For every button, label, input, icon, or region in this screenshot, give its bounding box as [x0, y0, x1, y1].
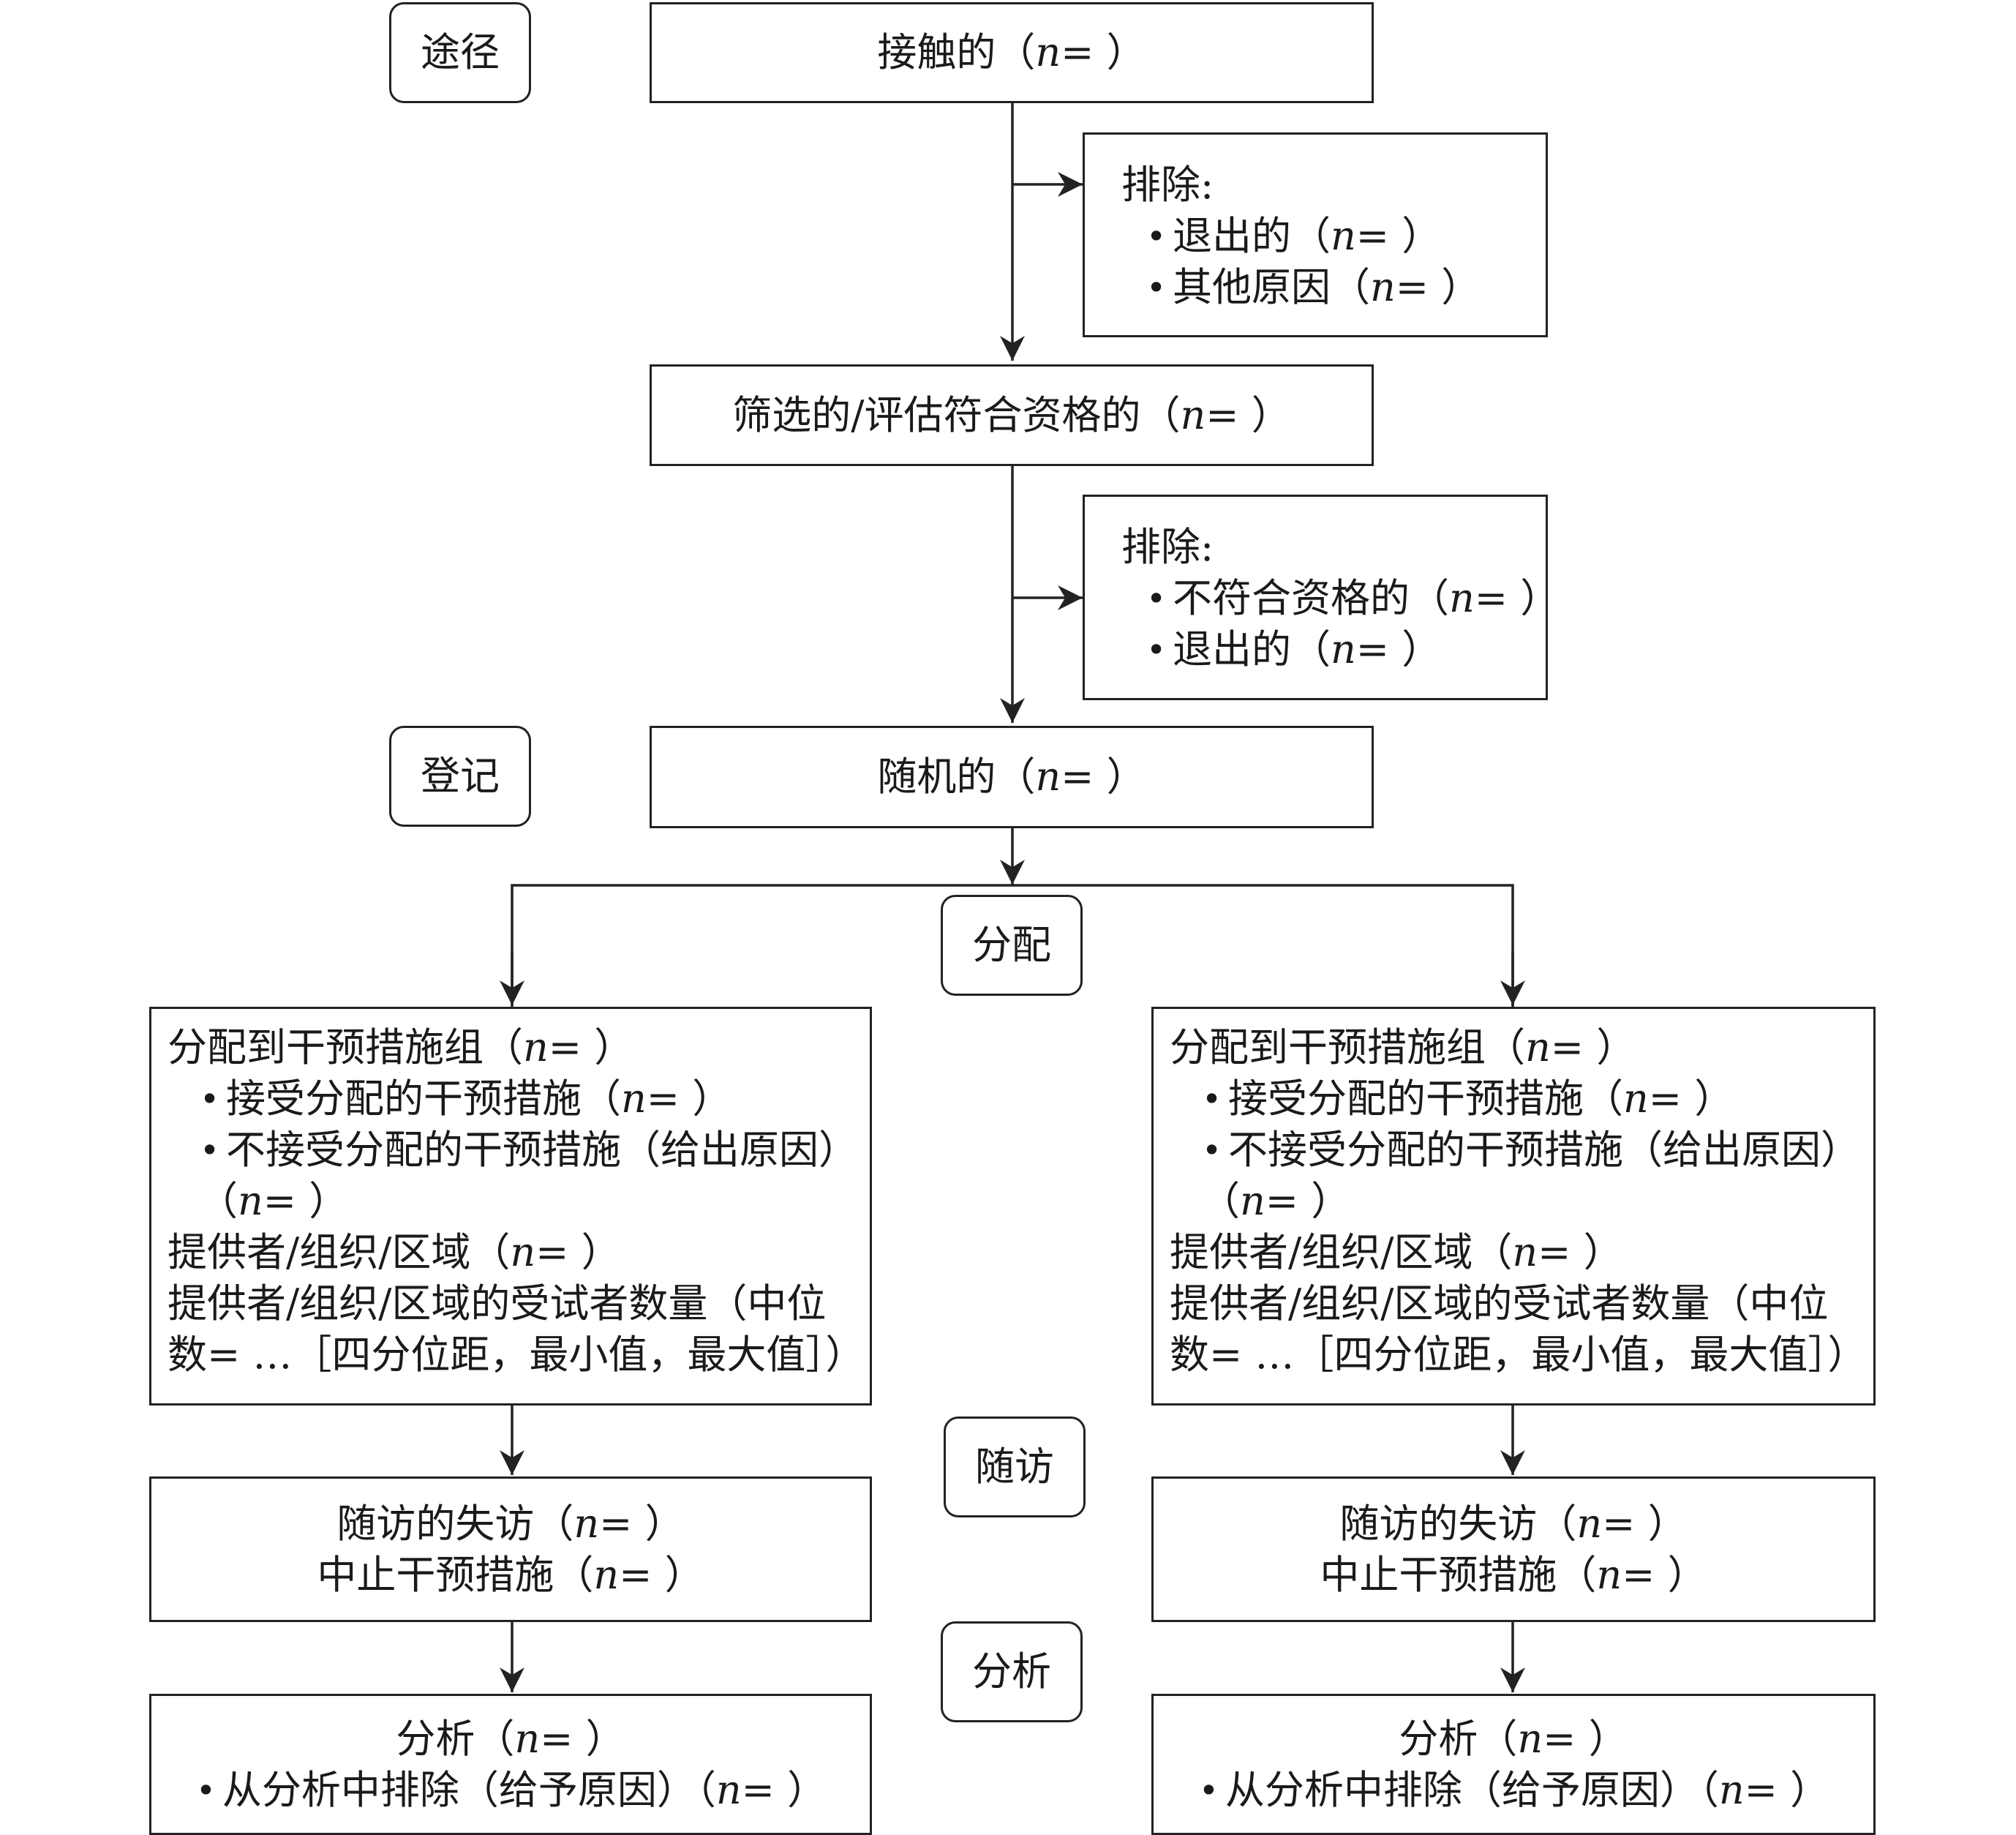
- exclusion-heading: 排除:: [1121, 524, 1214, 570]
- exclusion-item: 其他原因（n= ）: [1145, 262, 1546, 313]
- lost-followup-text: 随访的失访（n= ）: [336, 1500, 685, 1547]
- participants-text-line1: 提供者/组织/区域的受试者数量（中位: [168, 1280, 827, 1326]
- providers-text: 提供者/组织/区域（n= ）: [1170, 1229, 1623, 1275]
- exclusion-box-1: 排除: 退出的（n= ） 其他原因（n= ）: [1083, 132, 1548, 337]
- not-received-n: （n= ）: [1200, 1178, 1351, 1224]
- analysis-box-left: 分析（n= ） 从分析中排除（给予原因）（n= ）: [149, 1694, 872, 1835]
- exclusion-box-2: 排除: 不符合资格的（n= ） 退出的（n= ）: [1083, 495, 1560, 700]
- providers-text: 提供者/组织/区域（n= ）: [168, 1229, 621, 1275]
- analysis-box-right: 分析（n= ） 从分析中排除（给予原因）（n= ）: [1151, 1694, 1876, 1835]
- participants-text-line2: 数= …［四分位距，最小值，最大值］）: [168, 1332, 865, 1378]
- excluded-analysis-item: 从分析中排除（给予原因）（n= ）: [195, 1765, 827, 1816]
- approached-text: 接触的（n= ）: [877, 29, 1146, 75]
- not-received-n: （n= ）: [198, 1178, 349, 1224]
- participants-text-line2: 数= …［四分位距，最小值，最大值］）: [1170, 1332, 1868, 1378]
- exclusion-item: 退出的（n= ）: [1145, 211, 1546, 262]
- follow-up-box-left: 随访的失访（n= ） 中止干预措施（n= ）: [149, 1476, 872, 1622]
- phase-label-follow-up: 随访: [944, 1416, 1086, 1517]
- phase-label-text: 登记: [421, 753, 500, 799]
- phase-label-text: 分配: [972, 922, 1051, 968]
- approached-box: 接触的（n= ）: [650, 2, 1374, 103]
- not-received-item: 不接受分配的干预措施（给出原因）: [1200, 1125, 1873, 1176]
- allocated-text: 分配到干预措施组（n= ）: [1170, 1024, 1636, 1070]
- phase-label-enrollment-path: 途径: [389, 2, 531, 103]
- phase-label-registration: 登记: [389, 726, 531, 827]
- allocated-text: 分配到干预措施组（n= ）: [168, 1024, 634, 1070]
- received-item: 接受分配的干预措施（n= ）: [198, 1073, 870, 1125]
- lost-followup-text: 随访的失访（n= ）: [1339, 1500, 1688, 1547]
- phase-label-text: 分析: [972, 1648, 1051, 1695]
- randomised-box: 随机的（n= ）: [650, 726, 1374, 828]
- split-line: [511, 884, 1514, 1008]
- phase-label-text: 途径: [421, 29, 500, 75]
- exclusion-heading: 排除:: [1121, 162, 1214, 208]
- excluded-analysis-item: 从分析中排除（给予原因）（n= ）: [1197, 1765, 1829, 1816]
- exclusion-item: 不符合资格的（n= ）: [1145, 573, 1560, 624]
- screened-text: 筛选的/评估符合资格的（n= ）: [732, 391, 1291, 438]
- follow-up-box-right: 随访的失访（n= ） 中止干预措施（n= ）: [1151, 1476, 1876, 1622]
- phase-label-analysis: 分析: [941, 1621, 1083, 1722]
- discontinued-text: 中止干预措施（n= ）: [1320, 1551, 1707, 1598]
- analysed-text: 分析（n= ）: [396, 1715, 625, 1762]
- participants-text-line1: 提供者/组织/区域的受试者数量（中位: [1170, 1280, 1829, 1326]
- screened-box: 筛选的/评估符合资格的（n= ）: [650, 364, 1374, 466]
- received-item: 接受分配的干预措施（n= ）: [1200, 1073, 1873, 1125]
- phase-label-allocation: 分配: [941, 895, 1083, 996]
- phase-label-text: 随访: [975, 1444, 1054, 1490]
- allocation-box-right: 分配到干预措施组（n= ） 接受分配的干预措施（n= ） 不接受分配的干预措施（…: [1151, 1007, 1876, 1406]
- exclusion-item: 退出的（n= ）: [1145, 624, 1546, 675]
- not-received-item: 不接受分配的干预措施（给出原因）: [198, 1125, 870, 1176]
- analysed-text: 分析（n= ）: [1399, 1715, 1628, 1762]
- randomised-text: 随机的（n= ）: [877, 754, 1146, 800]
- discontinued-text: 中止干预措施（n= ）: [317, 1551, 704, 1598]
- allocation-box-left: 分配到干预措施组（n= ） 接受分配的干预措施（n= ） 不接受分配的干预措施（…: [149, 1007, 872, 1406]
